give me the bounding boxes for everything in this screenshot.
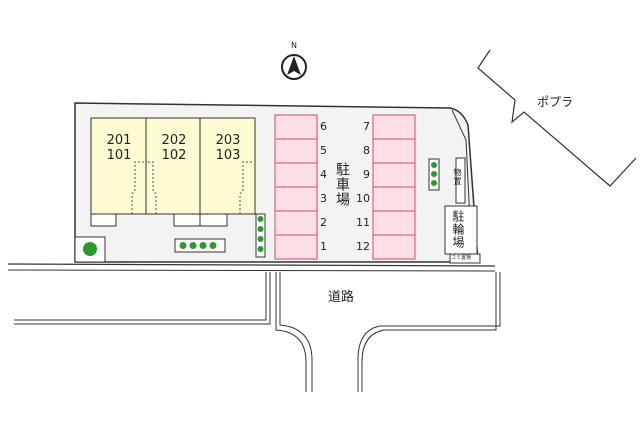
parking-label: 駐車場 — [334, 162, 350, 207]
road-edge-right — [357, 272, 501, 392]
parking-number: 9 — [363, 168, 370, 181]
parking-space — [274, 234, 318, 260]
parking-space — [274, 138, 318, 164]
neighbor-boundary — [477, 49, 637, 187]
road-edge-left — [14, 272, 271, 325]
parking-space — [274, 186, 318, 212]
parking-space — [372, 234, 416, 260]
parking-space — [274, 162, 318, 188]
parking-number: 3 — [320, 192, 327, 205]
parking-space — [372, 210, 416, 236]
parking-number: 12 — [356, 240, 370, 253]
parking-spaces-left — [274, 114, 318, 260]
parking-space — [372, 186, 416, 212]
parking-number: 5 — [320, 144, 327, 157]
garbage-label: ゴミ置場 — [451, 255, 472, 261]
compass-icon — [281, 54, 307, 80]
storage-label: 物置 — [453, 168, 462, 186]
parking-space — [274, 114, 318, 140]
hedge-icon — [257, 216, 264, 252]
hedge-icon — [431, 162, 437, 186]
hedge-icon — [179, 242, 217, 249]
parking-number: 10 — [356, 192, 370, 205]
parking-space — [274, 210, 318, 236]
compass-label: N — [291, 41, 297, 50]
tree-icon — [83, 242, 97, 256]
bicycle-parking-label: 駐輪場 — [451, 210, 465, 249]
parking-number: 7 — [363, 120, 370, 133]
garbage-area — [449, 253, 481, 264]
parking-number: 4 — [320, 168, 327, 181]
parking-space — [372, 162, 416, 188]
parking-number: 2 — [320, 216, 327, 229]
building — [90, 117, 256, 227]
parking-number: 1 — [320, 240, 327, 253]
parking-number: 11 — [356, 216, 370, 229]
storage-shed — [455, 157, 466, 204]
parking-spaces-right — [372, 114, 416, 260]
parking-space — [372, 138, 416, 164]
road-edge-center — [275, 272, 313, 392]
parking-space — [372, 114, 416, 140]
parking-number: 8 — [363, 144, 370, 157]
neighbor-label: ポプラ — [537, 95, 574, 109]
bicycle-parking — [444, 205, 478, 255]
road-label: 道路 — [328, 290, 355, 305]
parking-number: 6 — [320, 120, 327, 133]
